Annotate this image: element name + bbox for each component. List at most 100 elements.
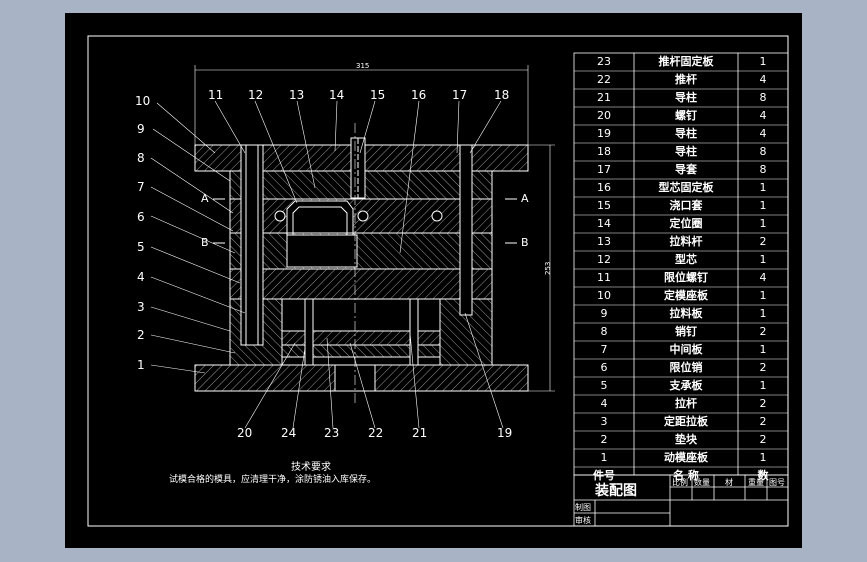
bom-row-name: 导套	[675, 163, 697, 176]
bom-row-number: 15	[597, 199, 611, 212]
bom-row-name: 定距拉板	[664, 415, 708, 428]
bom-header: 件号 名 称 数	[574, 467, 788, 485]
assembly-drawing	[87, 35, 789, 527]
title-row-drawn: 制图	[575, 503, 591, 512]
bom-row-quantity: 4	[759, 109, 767, 122]
bom-row: 20 螺钉 4	[574, 107, 788, 125]
bom-row-quantity: 2	[759, 433, 767, 446]
callout-17: 17	[452, 88, 468, 102]
bom-row-number: 7	[600, 343, 608, 356]
bom-row-quantity: 1	[759, 379, 767, 392]
callout-2: 2	[137, 328, 145, 342]
callout-5: 5	[137, 240, 145, 254]
bom-row-name: 定模座板	[664, 289, 708, 302]
callout-20: 20	[237, 426, 253, 440]
bom-row-quantity: 1	[759, 343, 767, 356]
bom-row-quantity: 2	[759, 235, 767, 248]
bom-row-name: 垫块	[675, 433, 697, 446]
bom-row-name: 拉杆	[675, 397, 697, 410]
bom-row-name: 支承板	[669, 379, 703, 392]
callout-23: 23	[324, 426, 340, 440]
bom-row-number: 20	[597, 109, 611, 122]
bom-row-number: 5	[600, 379, 608, 392]
bom-header-number: 件号	[593, 469, 615, 482]
bom-row-name: 拉料板	[669, 307, 703, 320]
bom-row: 19 导柱 4	[574, 125, 788, 143]
callout-18: 18	[494, 88, 510, 102]
bom-row-name: 浇口套	[669, 199, 703, 212]
callout-6: 6	[137, 210, 145, 224]
bom-row-quantity: 1	[759, 253, 767, 266]
bom-row-number: 9	[600, 307, 608, 320]
callout-3: 3	[137, 300, 145, 314]
bom-row-quantity: 2	[759, 415, 767, 428]
title-col-material: 材	[725, 478, 733, 487]
section-mark-b-left: B	[201, 236, 209, 249]
bom-row-name: 推杆固定板	[658, 55, 714, 68]
callout-14: 14	[329, 88, 345, 102]
bom-header-name: 名 称	[673, 469, 699, 482]
callout-7: 7	[137, 180, 145, 194]
callout-22: 22	[368, 426, 384, 440]
bom-row-number: 22	[597, 73, 611, 86]
callout-12: 12	[248, 88, 264, 102]
section-mark-a-right: A	[521, 192, 529, 205]
title-col-scale: 比例	[672, 478, 688, 487]
bom-row-quantity: 2	[759, 361, 767, 374]
bom-row-name: 拉料杆	[669, 235, 703, 248]
bom-row: 15 浇口套 1	[574, 197, 788, 215]
bom-row-name: 动模座板	[664, 451, 708, 464]
bom-header-quantity: 数	[757, 469, 769, 482]
bom-row: 5 支承板 1	[574, 377, 788, 395]
callout-8: 8	[137, 151, 145, 165]
section-mark-lines	[213, 198, 517, 244]
drawing-canvas: 315 253 A B A B 10 9 8 7 6 5 4 3 2 1 11 …	[65, 13, 802, 548]
bom-row-name: 螺钉	[675, 109, 697, 122]
callout-15: 15	[370, 88, 386, 102]
bom-row-quantity: 1	[759, 307, 767, 320]
callout-9: 9	[137, 122, 145, 136]
title-block	[573, 474, 789, 527]
bom-row-number: 8	[600, 325, 608, 338]
bom-row: 13 拉料杆 2	[574, 233, 788, 251]
notes-text: 试模合格的模具，应清理干净，涂防锈油入库保存。	[169, 475, 377, 485]
bom-row-number: 10	[597, 289, 611, 302]
callout-24: 24	[281, 426, 297, 440]
section-mark-b-right: B	[521, 236, 529, 249]
bom-row-number: 1	[600, 451, 608, 464]
bom-row-name: 导柱	[675, 127, 697, 140]
bom-row-number: 19	[597, 127, 611, 140]
bom-row: 2 垫块 2	[574, 431, 788, 449]
bom-row-name: 中间板	[669, 343, 703, 356]
bom-row-quantity: 1	[759, 199, 767, 212]
bom-row-name: 型芯	[675, 253, 697, 266]
width-dimension: 315	[356, 62, 370, 70]
bom-row-quantity: 4	[759, 271, 767, 284]
bom-row-quantity: 4	[759, 73, 767, 86]
callout-1: 1	[137, 358, 145, 372]
callout-4: 4	[137, 270, 145, 284]
bom-row-name: 型芯固定板	[658, 181, 714, 194]
bom-row-number: 2	[600, 433, 608, 446]
bom-row-number: 13	[597, 235, 611, 248]
callout-10: 10	[135, 94, 151, 108]
title-row-checked: 审核	[575, 516, 591, 525]
notes-title: 技术要求	[291, 462, 331, 473]
bom-row-name: 定位圈	[669, 217, 703, 230]
title-col-weight: 重量	[748, 478, 764, 487]
callout-19: 19	[497, 426, 513, 440]
title-col-drawing-no: 图号	[769, 478, 785, 487]
bom-row-quantity: 1	[759, 451, 767, 464]
drawing-title: 装配图	[595, 483, 637, 499]
bom-row-number: 23	[597, 55, 611, 68]
bom-row-quantity: 4	[759, 127, 767, 140]
